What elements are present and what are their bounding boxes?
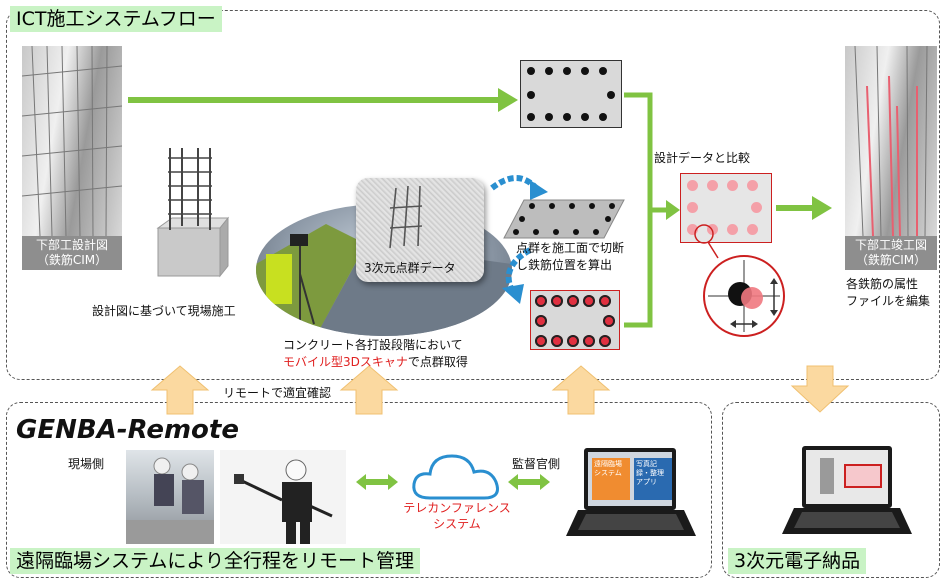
supervisor-side-label: 監督官側	[512, 457, 561, 471]
laptop-window-photo: 写真記録・整理アプリ	[634, 458, 672, 500]
delivery-region	[722, 402, 940, 578]
cutting-plane	[503, 199, 625, 239]
pointcloud-label: 3次元点群データ	[364, 261, 456, 275]
design-caption: 下部工設計図 （鉄筋CIM）	[22, 236, 122, 270]
remote-check-text: リモートで適宜確認	[223, 386, 332, 400]
point-cloud-image	[356, 178, 484, 282]
delivery-laptop	[802, 446, 892, 508]
asbuilt-caption: 下部工竣工図 （鉄筋CIM）	[845, 236, 937, 270]
genba-title: GENBA-Remote	[16, 415, 239, 445]
rebar-cage-illustration	[156, 148, 230, 278]
supervisor-laptop: 遠隔臨場システム 写真記録・整理アプリ	[584, 448, 676, 510]
remote-bottom-label: 遠隔臨場システムにより全行程をリモート管理	[10, 548, 421, 574]
telecon-text: テレカンファレンス システム	[403, 501, 511, 531]
zoom-detail	[694, 224, 785, 337]
compare-label: 設計データと比較	[654, 151, 751, 165]
cut-text: 点群を施工面で切断 し鉄筋位置を算出	[516, 241, 625, 272]
delivery-title: 3次元電子納品	[728, 548, 867, 574]
site-side-label: 現場側	[68, 457, 105, 471]
supervisor-laptop-base	[566, 510, 696, 536]
scan-text: コンクリート各打設段階において モバイル型3Dスキャナで点群取得	[283, 338, 468, 369]
ict-flow-region	[6, 10, 940, 380]
delivery-laptop-base	[782, 508, 912, 534]
design-building-image	[22, 46, 122, 236]
cloud-icon	[412, 454, 499, 500]
flow-title: ICT施工システムフロー	[10, 6, 222, 32]
blue-arrow-lower	[502, 247, 532, 304]
construction-text: 設計図に基づいて現場施工	[92, 304, 236, 318]
site-photo-2	[220, 450, 346, 544]
site-photo-1	[126, 450, 214, 544]
design-section-plate	[520, 60, 622, 128]
laptop-window-remote: 遠隔臨場システム	[592, 458, 630, 500]
attr-text: 各鉄筋の属性 ファイルを編集	[846, 277, 931, 308]
blue-arrow-upper	[490, 175, 548, 200]
asbuilt-building-image	[845, 46, 937, 236]
measured-section-plate	[530, 290, 620, 350]
